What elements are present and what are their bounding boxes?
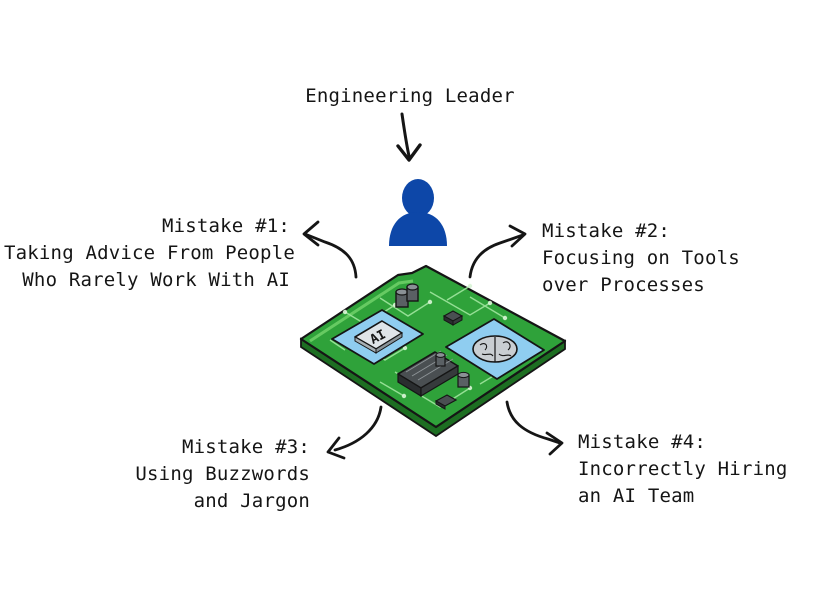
- mistake-3-label: Mistake #3: Using Buzzwords and Jargon: [100, 434, 310, 515]
- mistake-4-title: Mistake #4:: [578, 431, 707, 453]
- engineering-leader-label: Engineering Leader: [305, 85, 515, 107]
- brain-icon: [445, 318, 545, 380]
- mistake-1-title: Mistake #1:: [161, 215, 290, 237]
- mistake-1-line-2: Who Rarely Work With AI: [22, 269, 290, 291]
- small-chip-1: [442, 310, 464, 326]
- capacitor-4: [457, 371, 470, 388]
- mistake-2-line-2: over Processes: [542, 274, 705, 296]
- arrow-mistake-1: [302, 220, 358, 279]
- mistake-3-title: Mistake #3:: [181, 436, 310, 458]
- mistake-1-label: Mistake #1: Taking Advice From People Wh…: [4, 213, 295, 294]
- mistake-3-line-1: Using Buzzwords: [135, 463, 310, 485]
- arrow-mistake-2: [468, 224, 527, 279]
- arrow-mistake-3: [326, 405, 383, 460]
- ai-chip-icon: AI: [331, 309, 424, 365]
- circuit-board-icon: AI: [299, 264, 567, 438]
- mistake-1-line-1: Taking Advice From People: [4, 242, 295, 264]
- mistake-2-title: Mistake #2:: [542, 220, 671, 242]
- capacitor-2: [406, 283, 419, 302]
- mistake-3-line-2: and Jargon: [193, 490, 310, 512]
- capacitor-1: [395, 288, 409, 308]
- mistake-4-label: Mistake #4: Incorrectly Hiring an AI Tea…: [578, 429, 818, 510]
- ai-chip-label: AI: [368, 327, 389, 348]
- mistake-2-line-1: Focusing on Tools: [542, 247, 740, 269]
- capacitor-3: [435, 352, 446, 367]
- person-icon: [389, 179, 447, 246]
- mistake-4-line-2: an AI Team: [578, 485, 695, 507]
- small-chip-2: [434, 394, 458, 410]
- arrow-mistake-4: [505, 400, 564, 456]
- mistake-2-label: Mistake #2: Focusing on Tools over Proce…: [542, 218, 792, 299]
- arrow-to-leader: [396, 112, 422, 162]
- mistake-4-line-1: Incorrectly Hiring: [578, 458, 788, 480]
